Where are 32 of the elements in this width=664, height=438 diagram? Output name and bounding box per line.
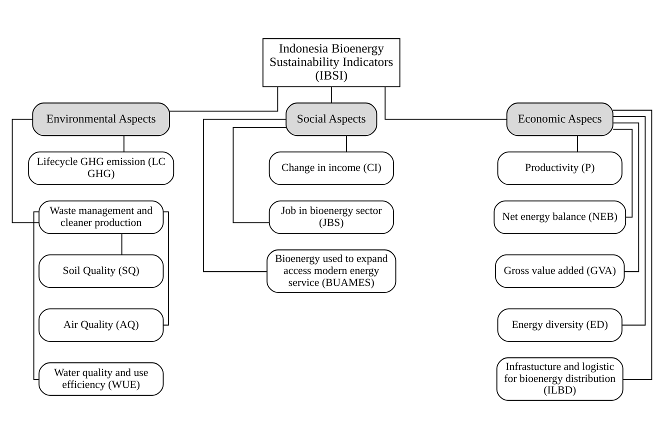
node-box: Waste management and cleaner production [38, 200, 164, 234]
node-box: Net energy balance (NEB) [494, 200, 626, 234]
node-box: Gross value added (GVA) [495, 254, 625, 288]
node-box: Air Quality (AQ) [38, 308, 164, 342]
connector [163, 210, 169, 326]
connector [346, 134, 347, 152]
node-box: Infrastucture and logistic for bioenergy distribution (ILBD) [496, 356, 624, 400]
node-box: Economic Aspecs [506, 102, 614, 136]
connector [612, 109, 652, 380]
connector [121, 232, 122, 255]
connector [33, 210, 40, 380]
node-box: Change in income (CI) [268, 151, 394, 185]
connector [612, 122, 640, 272]
connector [384, 86, 508, 120]
node-box: Energy diversity (ED) [497, 308, 622, 342]
node-box: Social Aspects [286, 102, 378, 136]
node-box: Bioenergy used to expand access modern energy service (BUAMES) [266, 248, 396, 292]
connector [202, 118, 286, 272]
node-box: Lifecycle GHG emission (LC GHG) [28, 151, 174, 185]
connector [330, 86, 332, 103]
connector [12, 118, 40, 223]
node-box: Water quality and use efficiency (WUE) [38, 362, 164, 396]
connector [169, 86, 278, 112]
node-box: Soil Quality (SQ) [38, 254, 164, 288]
node-box: Indonesia Bioenergy Sustainability Indicators (IBSI) [262, 38, 400, 87]
connector [612, 116, 646, 326]
connector [612, 128, 633, 218]
node-box: Productivity (P) [497, 151, 622, 185]
connector [232, 126, 286, 223]
node-box: Environmental Aspects [32, 102, 170, 136]
connector [577, 134, 578, 152]
node-box: Job in bioenergy sector (JBS) [268, 200, 394, 234]
